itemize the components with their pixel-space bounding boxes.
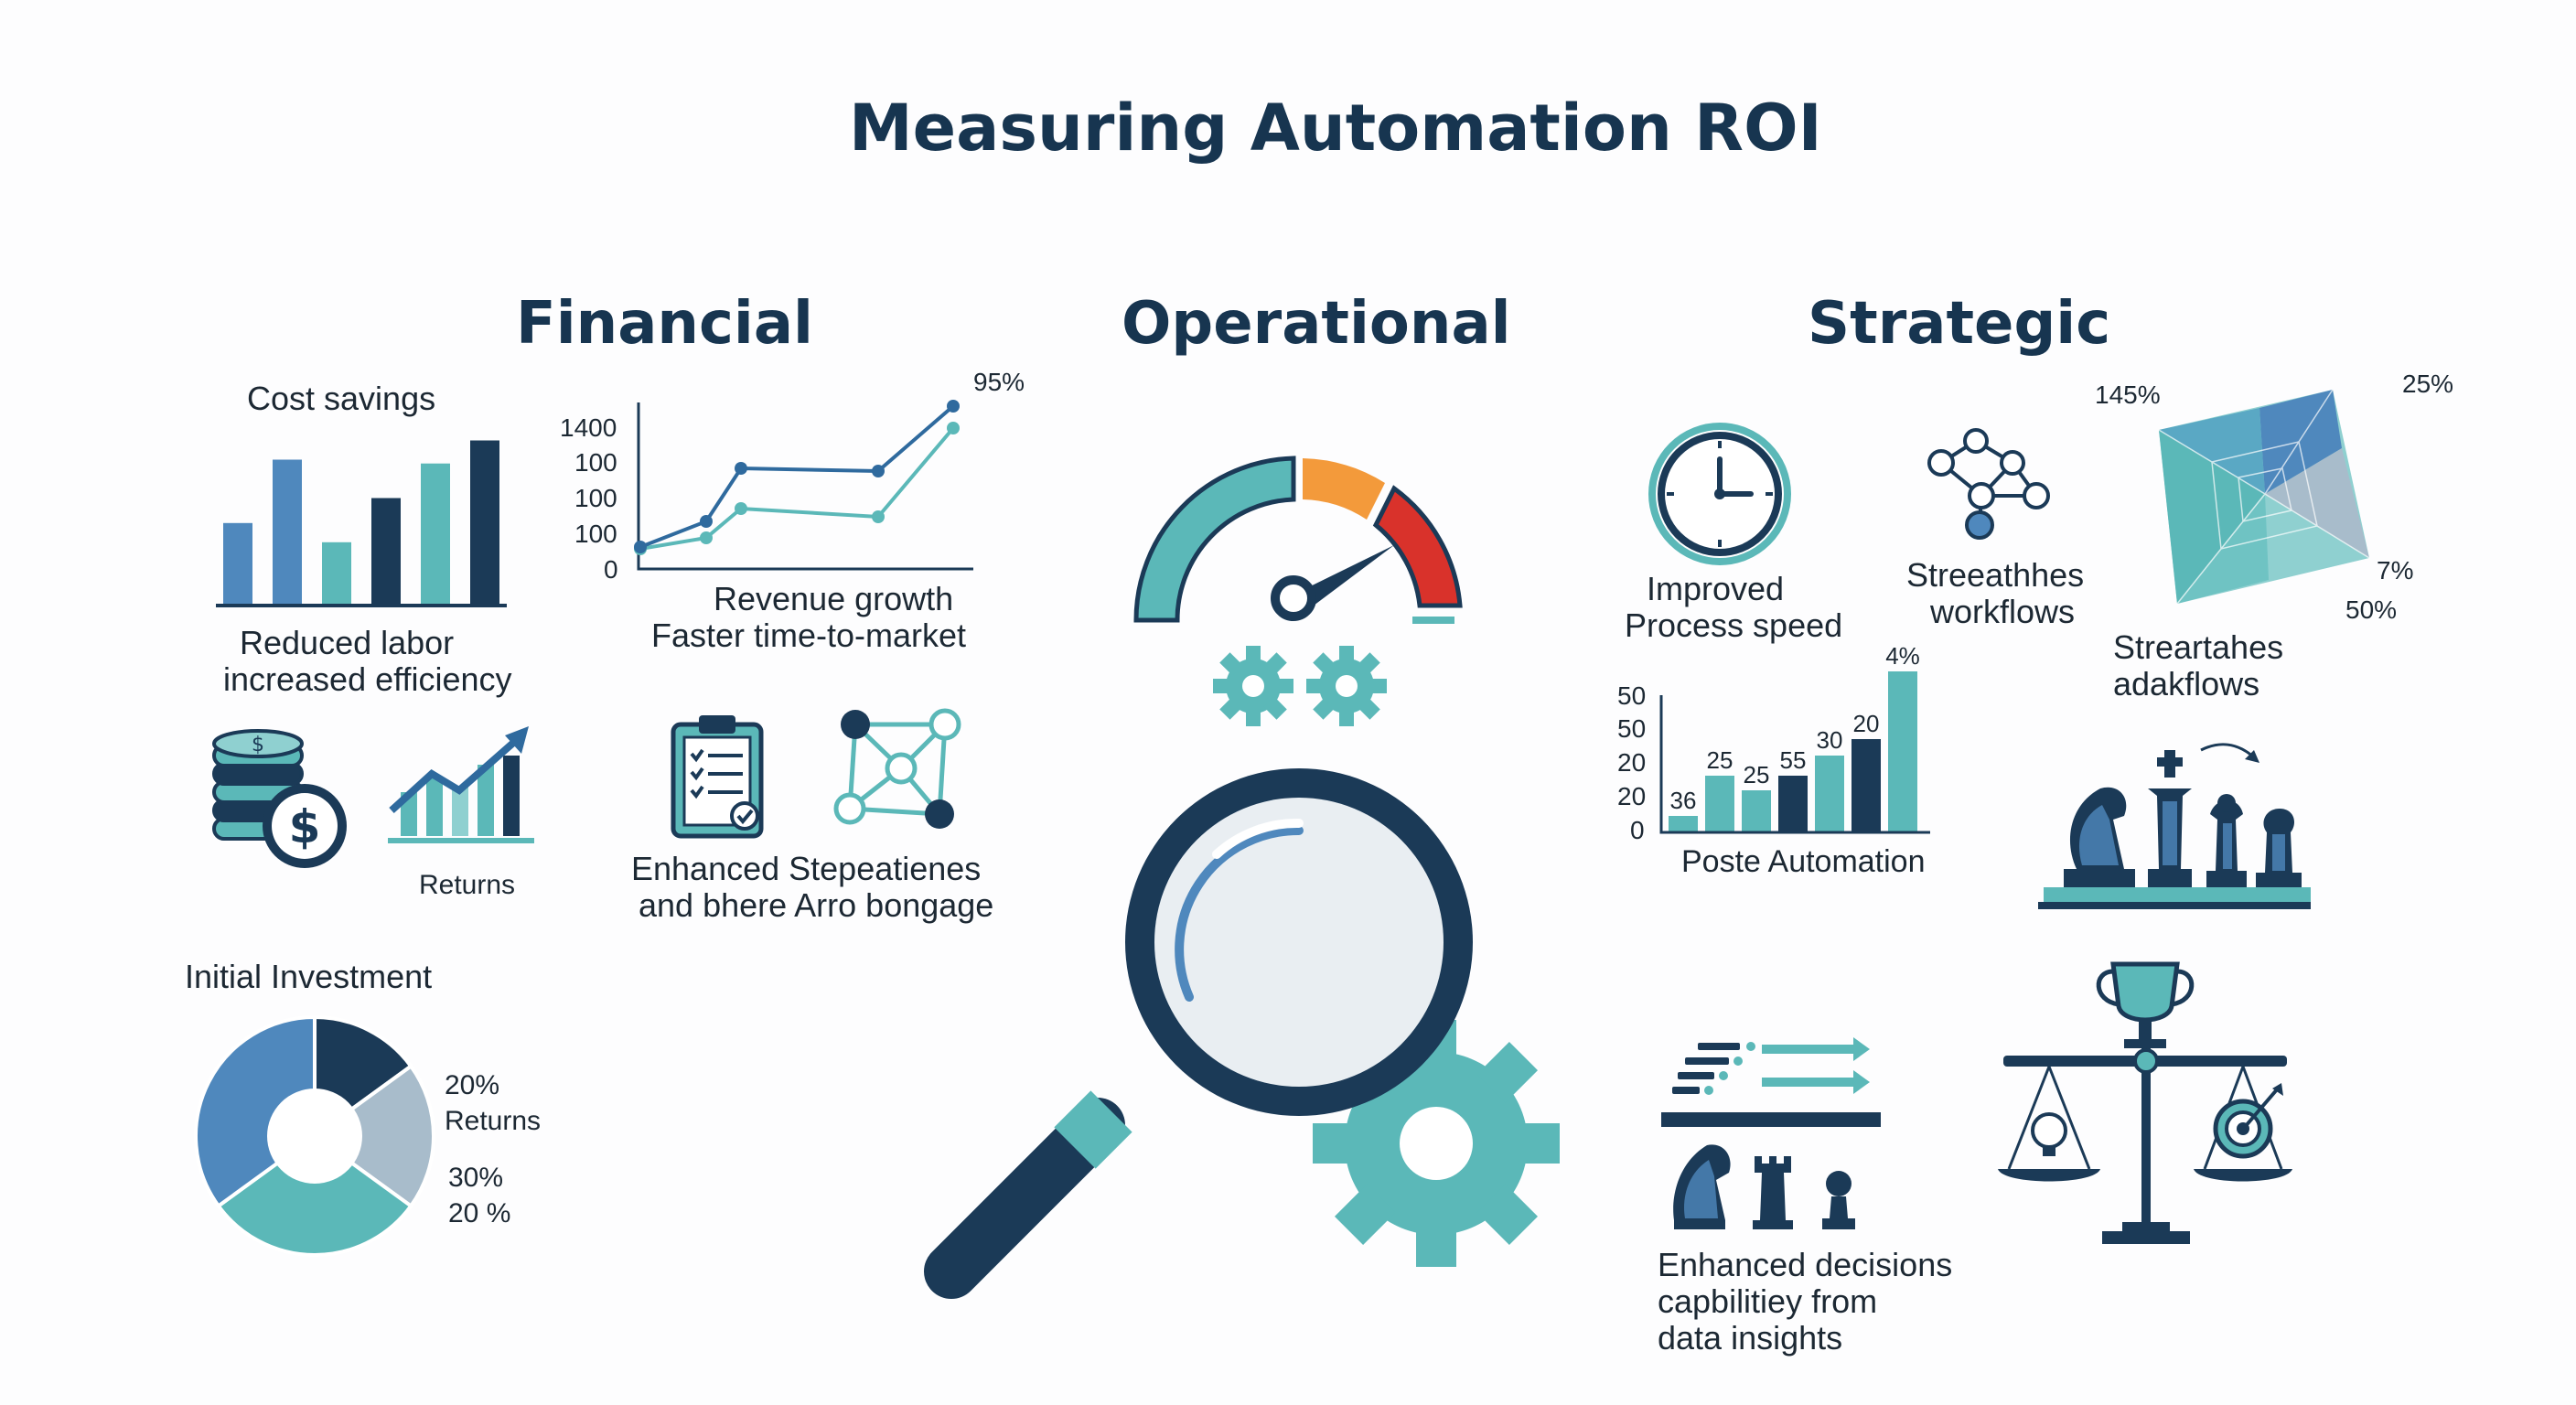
radar-label-145: 145% [2095, 381, 2161, 409]
decisions-label-line3: data insights [1658, 1319, 1843, 1357]
cost-savings-bar [371, 498, 401, 604]
section-heading-operational: Operational [1122, 290, 1511, 358]
post-automation-bar-label: 4% [1885, 642, 1920, 670]
post-automation-bar [1852, 739, 1881, 832]
post-ytick-1: 50 [1617, 681, 1647, 710]
revenue-ytick-5: 0 [604, 555, 618, 584]
coins-dollar-icon: $ $ [212, 729, 347, 868]
post-automation-caption: Poste Automation [1681, 844, 1926, 879]
balance-scale-trophy-icon [1998, 961, 2292, 1244]
improved-label: Improved [1647, 570, 1785, 607]
revenue-ytick-4: 100 [574, 520, 617, 548]
process-speed-label: Process speed [1625, 606, 1843, 644]
radar-label-50: 50% [2345, 595, 2398, 624]
revenue-growth-label: Revenue growth [714, 580, 954, 617]
post-automation-bar [1742, 790, 1771, 832]
post-automation-bar [1669, 816, 1698, 832]
radar-chart [2158, 389, 2370, 605]
radar-caption-line2: adakflows [2113, 665, 2260, 702]
revenue-line-chart [634, 400, 973, 571]
page-title: Measuring Automation ROI [849, 91, 1822, 166]
streamlines-label: Streeathhes [1906, 556, 2085, 594]
post-ytick-3: 20 [1617, 748, 1647, 777]
svg-text:$: $ [252, 734, 264, 756]
donut-segment [311, 1063, 435, 1209]
section-heading-strategic: Strategic [1808, 290, 2111, 358]
radar-label-7: 7% [2377, 556, 2414, 585]
post-automation-bar [1815, 756, 1844, 832]
revenue-ytick-2: 100 [574, 448, 617, 477]
post-automation-bar-label: 55 [1780, 746, 1807, 774]
chess-strategy-icon [2038, 743, 2311, 909]
revenue-ytick-1: 1400 [560, 413, 617, 442]
post-ytick-2: 50 [1617, 714, 1647, 743]
magnifying-glass-gear-icon [924, 768, 1560, 1299]
post-ytick-4: 20 [1617, 782, 1647, 810]
clock-icon [1648, 423, 1791, 565]
speedometer-gauge-icon [1133, 456, 1463, 624]
donut-segment [216, 1133, 413, 1257]
gears-icon [1213, 646, 1387, 726]
cost-savings-bar [421, 463, 450, 604]
returns-label: Returns [419, 870, 516, 900]
radar-caption-line1: Streartahes [2113, 628, 2284, 666]
cost-savings-bar [470, 440, 499, 604]
post-automation-bar-label: 36 [1670, 787, 1697, 814]
post-automation-bar-label: 20 [1853, 710, 1880, 737]
section-heading-financial: Financial [516, 290, 813, 358]
post-automation-bar [1705, 776, 1734, 832]
radar-label-25: 25% [2402, 370, 2454, 398]
post-automation-bar-chart: 36 25 25 55 30 20 4% [1659, 642, 1930, 834]
revenue-ytick-3: 100 [574, 484, 617, 512]
clipboard-checklist-icon [671, 715, 764, 839]
reduced-labor-label: Reduced labor [240, 624, 455, 661]
workflows-label: workflows [1930, 593, 2076, 630]
increased-efficiency-label: increased efficiency [223, 660, 512, 698]
decisions-label-line1: Enhanced decisions [1658, 1246, 1953, 1283]
investment-donut-chart [194, 1014, 435, 1257]
post-automation-bar [1778, 776, 1808, 832]
workflow-network-icon [1927, 428, 2050, 540]
cost-savings-bar [223, 522, 252, 604]
post-automation-bar-label: 25 [1744, 761, 1770, 788]
donut-label-returns: Returns [445, 1106, 542, 1136]
decisions-label-line2: capbilitiey from [1658, 1282, 1878, 1320]
growth-chart-icon [388, 726, 534, 843]
network-nodes-icon [833, 708, 961, 829]
donut-label-20a: 20% [445, 1070, 500, 1100]
donut-label-30: 30% [448, 1163, 504, 1193]
cost-savings-label: Cost savings [247, 380, 436, 417]
enhanced-label-line2: and bhere Arro bongage [639, 886, 994, 924]
enhanced-label-line1: Enhanced Stepeatienes [631, 850, 982, 887]
post-automation-bar [1888, 671, 1917, 832]
donut-segment [194, 1014, 317, 1209]
chess-pieces-icon [1673, 1144, 1855, 1229]
post-ytick-5: 0 [1630, 816, 1645, 844]
progress-arrows-icon [1661, 1037, 1881, 1127]
svg-text:$: $ [289, 800, 321, 853]
cost-savings-bar [322, 542, 351, 604]
time-to-market-label: Faster time-to-market [651, 617, 967, 654]
cost-savings-bar-chart [216, 440, 507, 607]
donut-label-20b: 20 % [448, 1198, 511, 1228]
initial-investment-label: Initial Investment [185, 958, 433, 995]
revenue-percent-label: 95% [973, 368, 1025, 396]
post-automation-bar-label: 30 [1817, 726, 1843, 754]
post-automation-bar-label: 25 [1707, 746, 1733, 774]
cost-savings-bar [273, 459, 302, 604]
